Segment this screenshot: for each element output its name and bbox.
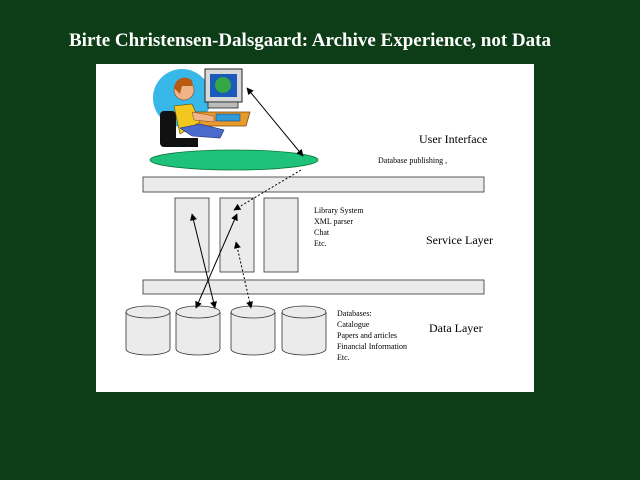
database-list-item: Etc. [337,353,350,362]
lower-layer-bar [142,279,485,295]
database-cylinder [175,305,221,356]
user-at-computer-icon [153,68,251,147]
service-block [219,197,255,273]
publishing-to-service-dotted-arrow [233,169,302,211]
service-to-database-arrow [195,213,238,309]
service-list-item: Library System [314,206,364,215]
database-list-item: Databases: [337,309,372,318]
database-list-item: Financial Information [337,342,407,351]
database-list: Databases: Catalogue Papers and articles… [337,309,407,362]
service-list-item: XML parser [314,217,353,226]
user-interface-label: User Interface [419,132,487,146]
architecture-diagram: User Interface Database publishing , Lib… [125,68,493,362]
ui-to-database-publishing-arrow [246,87,304,157]
service-layer-label: Service Layer [426,233,493,247]
database-list-item: Papers and articles [337,331,397,340]
database-cylinder [125,305,171,356]
database-publishing-label: Database publishing , [378,156,447,165]
service-block [263,197,299,273]
data-layer-label: Data Layer [429,321,483,335]
database-cylinder [230,305,276,356]
service-list: Library System XML parser Chat Etc. [314,206,364,248]
database-list-item: Catalogue [337,320,370,329]
upper-layer-bar [142,176,485,193]
service-list-item: Chat [314,228,330,237]
slide-title: Birte Christensen-Dalsgaard: Archive Exp… [69,30,551,51]
service-list-item: Etc. [314,239,327,248]
architecture-diagram-panel: User Interface Database publishing , Lib… [96,64,534,392]
ui-ellipse [149,149,319,171]
service-to-database-dotted-arrow [233,241,254,309]
database-cylinder [281,305,327,356]
